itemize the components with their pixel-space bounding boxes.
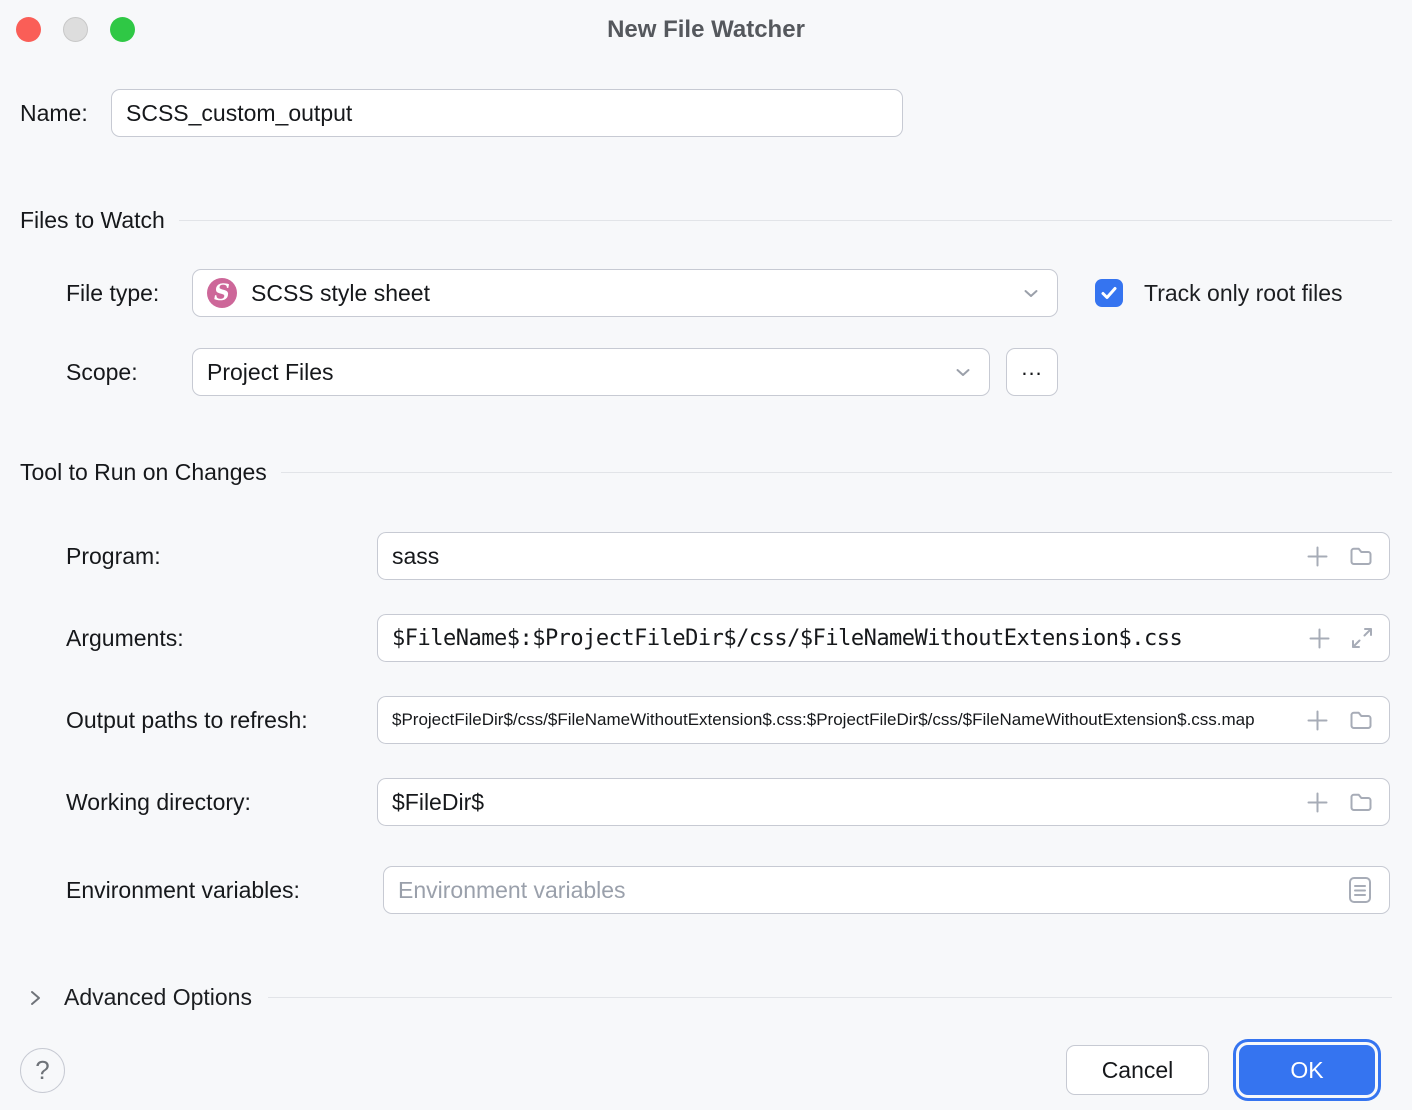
scope-dropdown[interactable]: Project Files <box>192 348 990 396</box>
output-paths-row: Output paths to refresh: <box>0 696 1412 744</box>
output-paths-input[interactable] <box>378 697 1304 743</box>
tool-to-run-title: Tool to Run on Changes <box>20 459 267 485</box>
file-type-label: File type: <box>66 279 160 306</box>
insert-macro-icon[interactable] <box>1306 625 1333 652</box>
file-type-value: SCSS style sheet <box>251 279 430 306</box>
browse-folder-icon[interactable] <box>1347 706 1375 734</box>
chevron-down-icon <box>951 360 975 384</box>
scope-browse-button[interactable]: ... <box>1006 348 1058 396</box>
browse-folder-icon[interactable] <box>1347 788 1375 816</box>
name-label: Name: <box>20 99 88 126</box>
files-to-watch-title: Files to Watch <box>20 207 165 233</box>
close-window-button[interactable] <box>16 17 41 42</box>
help-button[interactable]: ? <box>20 1047 65 1093</box>
working-directory-field-wrap <box>377 778 1390 826</box>
arguments-field-wrap <box>377 614 1390 662</box>
section-divider <box>267 997 1392 998</box>
working-directory-input[interactable] <box>378 779 1304 825</box>
environment-variables-row: Environment variables: <box>0 866 1412 914</box>
working-directory-label: Working directory: <box>66 788 251 815</box>
cancel-button[interactable]: Cancel <box>1066 1045 1209 1095</box>
program-field-icons <box>1304 542 1389 570</box>
environment-variables-input[interactable] <box>384 867 1345 913</box>
track-root-files-label[interactable]: Track only root files <box>1144 279 1343 306</box>
scope-value: Project Files <box>207 358 334 385</box>
section-divider <box>280 472 1392 473</box>
scope-row: Scope: Project Files ... <box>0 348 1412 396</box>
name-row: Name: <box>0 89 1412 137</box>
browse-folder-icon[interactable] <box>1347 542 1375 570</box>
arguments-field-icons <box>1306 625 1389 652</box>
file-type-value-wrap: S SCSS style sheet <box>207 278 1007 308</box>
dialog-footer: ? Cancel OK <box>0 1045 1412 1095</box>
program-label: Program: <box>66 542 161 569</box>
scope-label: Scope: <box>66 358 138 385</box>
ok-button[interactable]: OK <box>1239 1045 1375 1095</box>
output-paths-label: Output paths to refresh: <box>66 706 308 733</box>
scss-file-icon: S <box>207 278 237 308</box>
advanced-options-label[interactable]: Advanced Options <box>64 984 252 1010</box>
output-paths-field-wrap <box>377 696 1390 744</box>
chevron-right-icon[interactable] <box>24 987 46 1009</box>
insert-macro-icon[interactable] <box>1304 543 1331 570</box>
section-divider <box>178 220 1392 221</box>
expand-field-icon[interactable] <box>1349 625 1375 651</box>
track-root-files-checkbox[interactable] <box>1095 279 1123 307</box>
window-title: New File Watcher <box>607 16 805 43</box>
program-field-wrap <box>377 532 1390 580</box>
file-type-row: File type: S SCSS style sheet Track only… <box>0 269 1412 317</box>
tool-to-run-header: Tool to Run on Changes <box>0 459 1412 486</box>
file-type-dropdown[interactable]: S SCSS style sheet <box>192 269 1058 317</box>
arguments-row: Arguments: <box>0 614 1412 662</box>
environment-variables-field-icons <box>1345 874 1389 906</box>
track-root-files-group: Track only root files <box>1095 279 1343 307</box>
arguments-input[interactable] <box>378 615 1306 661</box>
chevron-down-icon <box>1019 281 1043 305</box>
name-field-wrap <box>111 89 903 137</box>
advanced-options-row[interactable]: Advanced Options <box>0 984 1412 1011</box>
output-paths-field-icons <box>1304 706 1389 734</box>
insert-macro-icon[interactable] <box>1304 707 1331 734</box>
environment-variables-label: Environment variables: <box>66 876 300 903</box>
insert-macro-icon[interactable] <box>1304 789 1331 816</box>
zoom-window-button[interactable] <box>110 17 135 42</box>
edit-variables-list-icon[interactable] <box>1345 874 1375 906</box>
name-input[interactable] <box>112 90 902 136</box>
titlebar: New File Watcher <box>0 0 1412 60</box>
program-input[interactable] <box>378 533 1304 579</box>
working-directory-field-icons <box>1304 788 1389 816</box>
environment-variables-field-wrap <box>383 866 1390 914</box>
arguments-label: Arguments: <box>66 624 184 651</box>
files-to-watch-header: Files to Watch <box>0 207 1412 234</box>
minimize-window-button <box>63 17 88 42</box>
traffic-lights <box>16 17 135 42</box>
program-row: Program: <box>0 532 1412 580</box>
working-directory-row: Working directory: <box>0 778 1412 826</box>
